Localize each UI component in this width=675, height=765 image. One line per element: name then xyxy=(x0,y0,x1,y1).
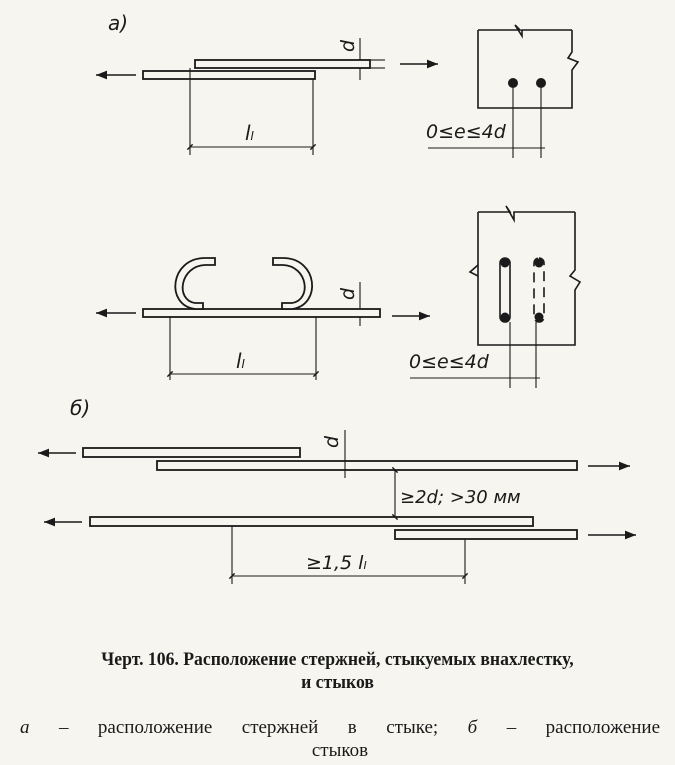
bar-hooked-base xyxy=(142,308,381,318)
section-top-break-a1 xyxy=(478,24,572,39)
bar-b2-right xyxy=(394,529,578,540)
splice-stagger: d ≥2d; >30 мм ≥1,5 lₗ xyxy=(38,430,636,584)
panel-a-label: а) xyxy=(108,11,128,35)
bar-section-dot-1 xyxy=(508,78,518,88)
lap-label-a2: lₗ xyxy=(236,349,246,373)
hook-section-right xyxy=(533,257,545,323)
caption-title-line1: Черт. 106. Расположение стержней, стыкуе… xyxy=(101,649,574,670)
lap-splice-drawing: а) d lₗ 0≤e≤4d xyxy=(38,11,636,584)
section-outline-a2 xyxy=(477,212,582,346)
panel-b-text: б) xyxy=(70,396,90,420)
lap-label-a1: lₗ xyxy=(245,121,255,145)
bar-b1-right xyxy=(156,460,578,471)
straight-lap-splice: d lₗ xyxy=(96,38,438,155)
caption-title-line2: и стыков xyxy=(301,672,374,693)
bar-section-dot-2 xyxy=(536,78,546,88)
hook-section-left xyxy=(499,257,511,323)
hook-section-left-dot-top xyxy=(500,258,510,268)
hook-section-left-dot-bottom xyxy=(500,312,510,322)
cross-section-a2: 0≤e≤4d xyxy=(409,205,582,388)
section-outline-a1 xyxy=(477,30,580,109)
hook-section-right-dot-top xyxy=(534,258,544,268)
section-left-break-a2 xyxy=(468,264,479,277)
legend-a-text: – расположение стержней в стыке; xyxy=(58,717,439,738)
hooked-lap-splice: d lₗ xyxy=(96,257,430,380)
bar-upper xyxy=(194,59,371,69)
hook-section-right-dot-bottom xyxy=(534,312,544,322)
legend-a-letter: а xyxy=(20,717,30,738)
legend-b-text: – расположение xyxy=(506,717,661,738)
section-top-break-a2 xyxy=(478,205,575,224)
d-label-b: d xyxy=(321,435,343,448)
figure-caption-title: Черт. 106. Расположение стержней, стыкуе… xyxy=(24,648,652,694)
d-label-a1: d xyxy=(337,39,359,52)
figure-caption-legend: а – расположение стержней в стыке; б – р… xyxy=(20,716,660,762)
panel-b-label: б) xyxy=(70,396,90,420)
caption-legend-line2: стыков xyxy=(311,740,369,761)
legend-b-letter: б xyxy=(467,717,478,738)
caption-legend-line1: а – расположение стержней в стыке; б – р… xyxy=(20,716,660,739)
bar-lower xyxy=(142,70,316,80)
spacing-label-a1: 0≤e≤4d xyxy=(426,121,507,143)
hook-left xyxy=(174,257,216,310)
d-label-a2: d xyxy=(337,287,359,300)
bar-b2-left xyxy=(89,516,534,527)
cross-section-a1: 0≤e≤4d xyxy=(426,24,580,158)
spacing-label-a2: 0≤e≤4d xyxy=(409,351,490,373)
clear-spacing-label: ≥2d; >30 мм xyxy=(400,487,521,508)
bar-b1-left xyxy=(82,447,301,458)
stagger-label: ≥1,5 lₗ xyxy=(306,552,367,574)
panel-a-text: а) xyxy=(108,11,128,35)
hook-right xyxy=(272,257,314,310)
